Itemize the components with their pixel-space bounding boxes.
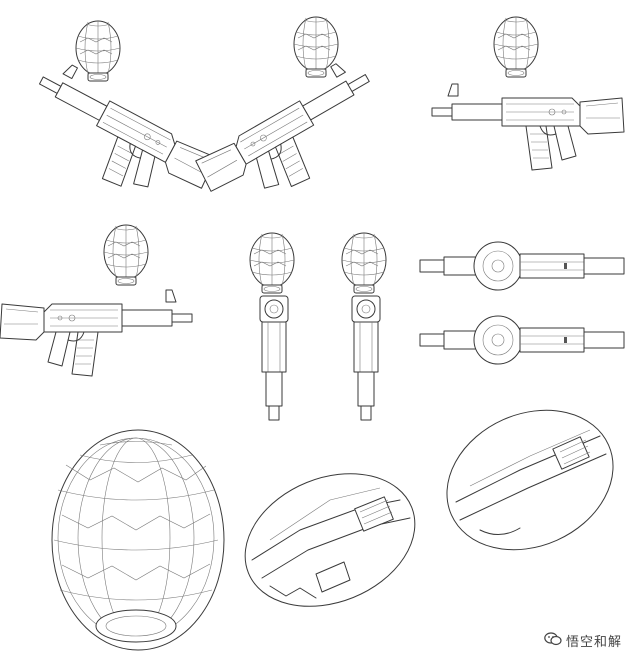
wechat-icon bbox=[544, 631, 562, 650]
detail-rear-grip-area bbox=[446, 409, 614, 551]
watermark: 悟空和解 bbox=[544, 631, 622, 650]
view-top bbox=[419, 241, 625, 291]
watermark-text: 悟空和解 bbox=[565, 635, 622, 650]
detail-trigger-area bbox=[244, 473, 416, 607]
view-right-side bbox=[0, 224, 192, 376]
view-perspective-front-left bbox=[13, 20, 225, 223]
view-rear bbox=[341, 232, 387, 421]
view-left-side bbox=[431, 16, 625, 171]
view-perspective-front-right bbox=[187, 16, 396, 224]
detail-grenade-enlarged bbox=[51, 429, 225, 651]
view-bottom bbox=[419, 315, 625, 365]
view-front bbox=[249, 232, 295, 421]
